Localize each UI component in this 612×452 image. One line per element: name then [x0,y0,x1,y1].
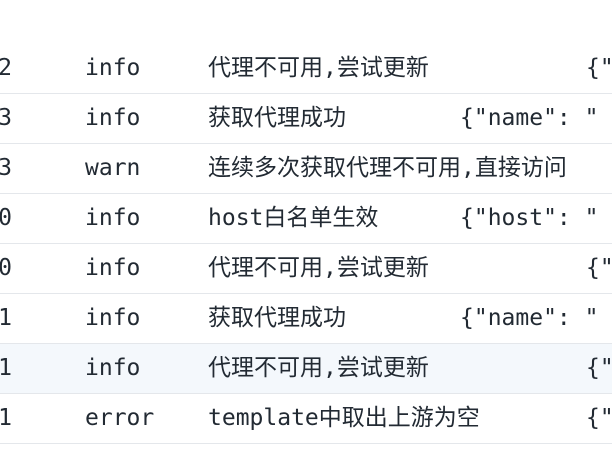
log-level-cell: error [85,405,155,431]
log-time-cell: 1 [0,355,12,381]
log-detail-text: {" [586,405,612,431]
log-time-cell: 2 [0,55,12,81]
log-message-cell: 代理不可用,尝试更新 {" [208,244,612,293]
log-level-cell: info [85,305,141,331]
log-level-cell: warn [85,155,141,181]
log-message-cell: 代理不可用,尝试更新 {" [208,44,612,93]
log-time-cell: 0 [0,205,12,231]
log-message-text: 代理不可用,尝试更新 [208,355,429,381]
log-time-cell: 3 [0,155,12,181]
log-detail-text: {" [586,355,612,381]
log-message-text: 获取代理成功 [208,305,346,331]
log-time-cell: 1 [0,405,12,431]
log-time-cell: 0 [0,255,12,281]
table-row[interactable]: 1 info 获取代理成功 {"name": " [0,294,612,344]
log-detail-text: {" [586,55,612,81]
log-message-text: 连续多次获取代理不可用,直接访问 [208,155,567,181]
log-message-cell: 获取代理成功 {"name": " [208,94,598,143]
log-level-cell: info [85,205,141,231]
table-row[interactable]: 3 warn 连续多次获取代理不可用,直接访问 [0,144,612,194]
log-level-cell: info [85,255,141,281]
log-level-cell: info [85,55,141,81]
log-message-text: host白名单生效 [208,205,379,231]
log-detail-text: {"name": " [460,105,599,131]
log-time-cell: 3 [0,105,12,131]
table-row[interactable]: 1 info 代理不可用,尝试更新 {" [0,344,612,394]
log-time-cell: 1 [0,305,12,331]
table-row[interactable]: 1 error template中取出上游为空 {" [0,394,612,444]
log-detail-text: {" [586,255,612,281]
table-row[interactable]: 0 info 代理不可用,尝试更新 {" [0,244,612,294]
log-level-cell: info [85,355,141,381]
log-detail-text: {"host": " [460,205,599,231]
table-row[interactable]: 0 info host白名单生效 {"host": " [0,194,612,244]
log-message-text: 获取代理成功 [208,105,346,131]
log-message-text: 代理不可用,尝试更新 [208,255,429,281]
log-message-cell: template中取出上游为空 {" [208,394,612,443]
log-message-cell: host白名单生效 {"host": " [208,194,598,243]
log-table-body: 2 info 代理不可用,尝试更新 {" 3 info 获取代理成功 {"name": " 3 w… [0,44,612,444]
log-message-cell: 获取代理成功 {"name": " [208,294,598,343]
log-message-cell: 代理不可用,尝试更新 {" [208,344,612,393]
table-row[interactable]: 2 info 代理不可用,尝试更新 {" [0,44,612,94]
log-message-text: 代理不可用,尝试更新 [208,55,429,81]
table-row[interactable]: 3 info 获取代理成功 {"name": " [0,94,612,144]
log-message-text: template中取出上游为空 [208,405,480,431]
log-detail-text: {"name": " [460,305,599,331]
log-message-cell: 连续多次获取代理不可用,直接访问 [208,144,567,193]
table-header-strip [0,0,612,45]
log-level-cell: info [85,105,141,131]
